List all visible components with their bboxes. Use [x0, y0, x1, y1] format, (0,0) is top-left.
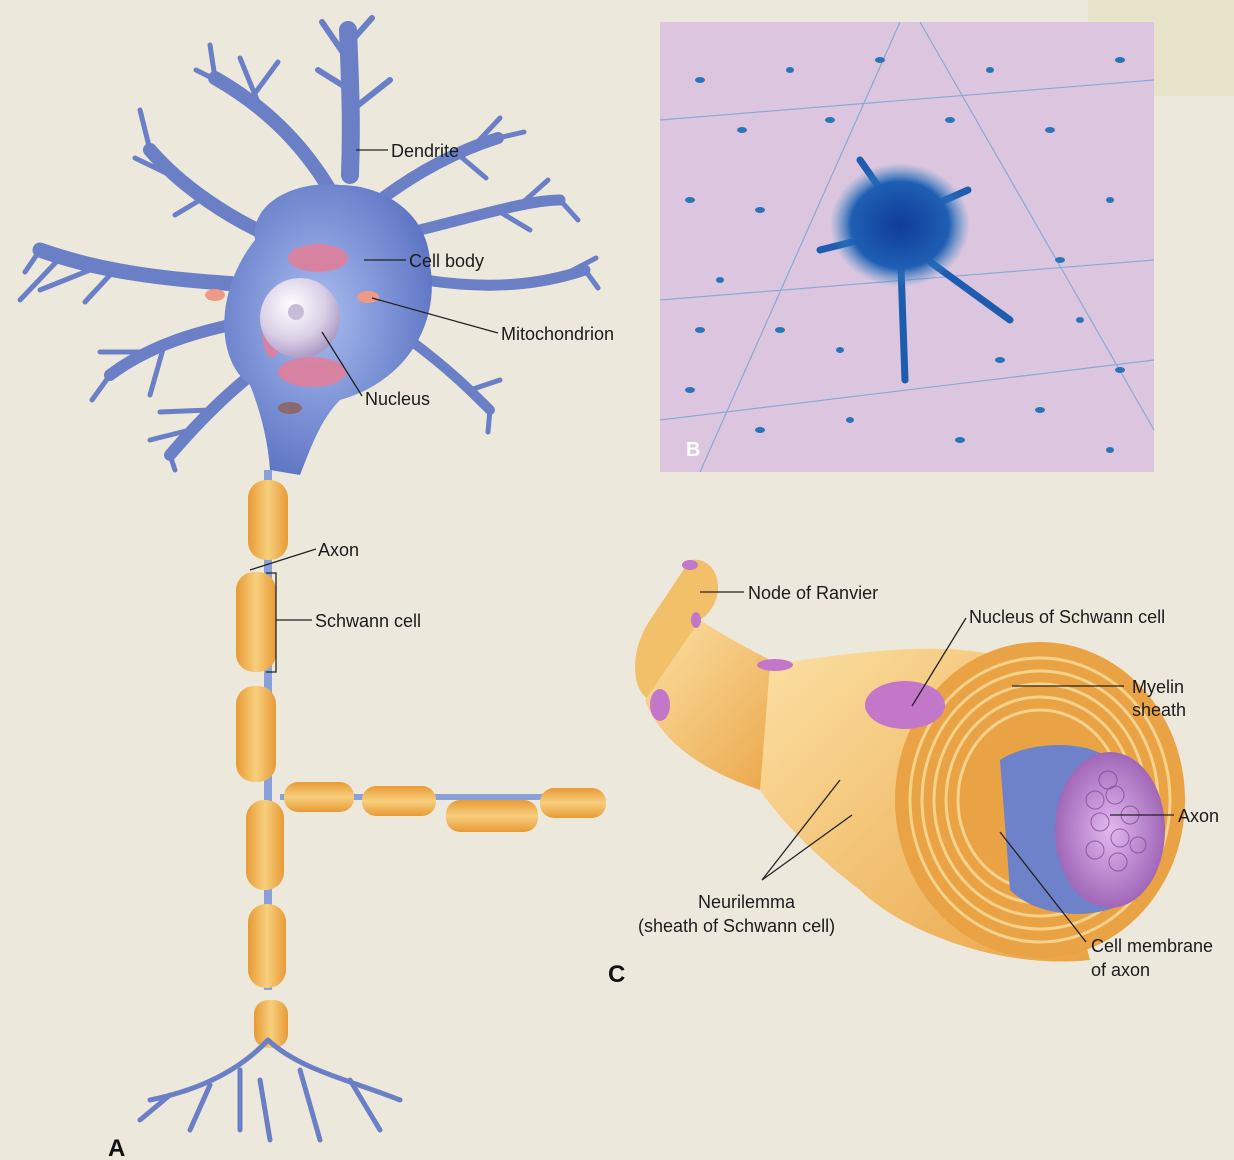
label-mitochondrion: Mitochondrion	[501, 324, 614, 344]
panel-letter-c: C	[608, 961, 625, 988]
label-sheath: sheath	[1132, 700, 1186, 720]
label-neurilemma: Neurilemma	[698, 892, 796, 912]
label-dendrite: Dendrite	[391, 141, 459, 161]
label-node-of-ranvier: Node of Ranvier	[748, 583, 878, 603]
nucleolus-shape	[288, 304, 304, 320]
label-axon-a: Axon	[318, 540, 359, 560]
label-nucleus: Nucleus	[365, 389, 430, 409]
label-cell-body: Cell body	[409, 251, 484, 271]
label-of-axon: of axon	[1091, 960, 1150, 980]
panel-letter-a: A	[108, 1135, 125, 1160]
node-nucleus-shape	[682, 560, 698, 570]
label-schwann-cell: Schwann cell	[315, 611, 421, 631]
node-nucleus-shape	[650, 689, 670, 721]
golgi-shape	[278, 402, 302, 414]
label-myelin: Myelin	[1132, 677, 1184, 697]
schwann-nucleus-shape	[865, 681, 945, 729]
node-nucleus-shape	[691, 612, 701, 628]
micrograph-panel: B	[660, 22, 1154, 472]
stained-neuron-soma	[830, 163, 970, 287]
mitochondrion-shape	[205, 289, 225, 301]
label-neurilemma-desc: (sheath of Schwann cell)	[638, 916, 835, 936]
axon-core	[1055, 752, 1165, 908]
label-nucleus-of-schwann-cell: Nucleus of Schwann cell	[969, 607, 1165, 627]
label-axon-c: Axon	[1178, 806, 1219, 826]
axon-terminals	[140, 1040, 400, 1140]
label-cell-membrane: Cell membrane	[1091, 936, 1213, 956]
panel-letter-b: B	[686, 439, 700, 461]
mitochondrion-shape	[357, 291, 379, 303]
node-nucleus-shape	[757, 659, 793, 671]
neuron-illustration	[20, 18, 606, 1140]
